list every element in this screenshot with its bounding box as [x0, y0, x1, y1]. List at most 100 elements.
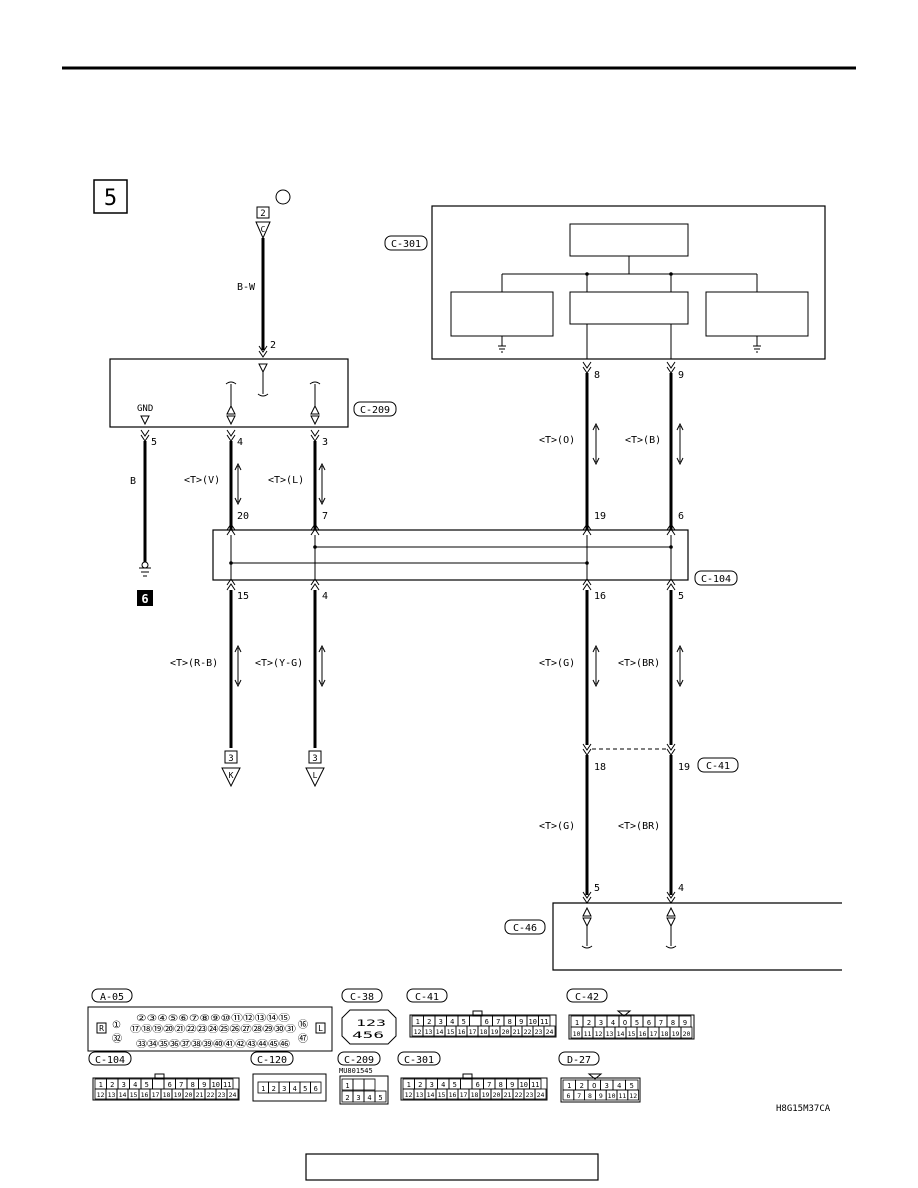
svg-text:C-38: C-38	[350, 992, 374, 1003]
pin-number: 24	[537, 1091, 545, 1099]
c301-pin-8: 8	[594, 370, 600, 381]
pin-cell	[680, 1026, 693, 1039]
pin-number: 1	[407, 1081, 411, 1089]
svg-text:②③④⑤⑥⑦⑧⑨⑩⑪⑫⑬⑭⑮: ②③④⑤⑥⑦⑧⑨⑩⑪⑫⑬⑭⑮	[136, 1013, 290, 1024]
pin-number: 22	[207, 1091, 215, 1099]
pin-number: 4	[441, 1081, 445, 1089]
pin-number: 9	[599, 1092, 603, 1100]
pin-number: 10	[573, 1030, 581, 1038]
svg-text:L: L	[313, 771, 318, 780]
pin-cell	[543, 1025, 556, 1037]
svg-text:C-301: C-301	[404, 1055, 434, 1066]
pin-number: 12	[405, 1091, 413, 1099]
top-tag-letter: C	[261, 225, 266, 234]
c301-connector-label: C-301	[384, 235, 428, 251]
pin-number: 18	[163, 1091, 171, 1099]
c46-pin-5: 5	[594, 883, 600, 894]
wire-label-rb: <T>(R-B)	[170, 658, 218, 669]
pin-number: 6	[168, 1081, 172, 1089]
pin-number: 11	[584, 1030, 592, 1038]
footer-box	[305, 1153, 599, 1181]
pin-number: 22	[515, 1091, 523, 1099]
pin-number: 21	[196, 1091, 204, 1099]
pin-number: 20	[502, 1028, 510, 1036]
pin-number: 13	[416, 1091, 424, 1099]
c209-pin-4: 4	[237, 437, 243, 448]
pin-number: 3	[122, 1081, 126, 1089]
c301-right-block	[705, 291, 809, 337]
svg-text:R: R	[99, 1024, 104, 1033]
top-tag-number: 2	[260, 209, 265, 219]
c41-pin-19: 19	[678, 762, 690, 773]
pin-number: 13	[425, 1028, 433, 1036]
pin-number: 12	[414, 1028, 422, 1036]
wire-label-yg: <T>(Y-G)	[255, 658, 303, 669]
pin-number: 24	[546, 1028, 554, 1036]
pin-number: 9	[683, 1019, 687, 1027]
c301-left-block	[450, 291, 554, 337]
pin-number: 5	[145, 1081, 149, 1089]
pin-number: 12	[629, 1092, 637, 1100]
svg-text:①: ①	[112, 1020, 121, 1031]
svg-text:C-104: C-104	[701, 574, 731, 585]
pin-cell	[152, 1078, 165, 1090]
svg-text:C-41: C-41	[415, 992, 439, 1003]
c301-pin-9: 9	[678, 370, 684, 381]
svg-text:C-209: C-209	[360, 405, 390, 416]
c104-bot-pin-5: 5	[678, 591, 684, 602]
pin-number: 5	[303, 1085, 307, 1093]
pin-number: 6	[647, 1019, 651, 1027]
pin-number: 16	[141, 1091, 149, 1099]
top-connection-tag: 2 C	[255, 206, 271, 240]
pin-number: 2	[272, 1085, 276, 1093]
c104-top-pin-7: 7	[322, 511, 328, 522]
pin-number: 4	[617, 1082, 621, 1090]
c46-pin-4: 4	[678, 883, 684, 894]
svg-text:C-209: C-209	[344, 1055, 374, 1066]
svg-text:㉝㉞㉟㊱㊲㊳㊴㊵㊶㊷㊸㊹㊺㊻: ㉝㉞㉟㊱㊲㊳㊴㊵㊶㊷㊸㊹㊺㊻	[136, 1039, 290, 1050]
pin-number: 18	[661, 1030, 669, 1038]
pin-number: 1	[416, 1018, 420, 1026]
pin-number: 13	[108, 1091, 116, 1099]
svg-text:C-120: C-120	[257, 1055, 287, 1066]
c46-unit-box	[552, 902, 842, 971]
svg-text:C-301: C-301	[391, 239, 421, 250]
pin-number: 7	[487, 1081, 491, 1089]
c104-connector-label: C-104	[694, 570, 738, 586]
svg-text:㉜: ㉜	[112, 1033, 122, 1045]
pin-number: 23	[218, 1091, 226, 1099]
pin-number: 19	[672, 1030, 680, 1038]
pin-number: 10	[520, 1081, 528, 1089]
wire-label-g1: <T>(G)	[539, 658, 575, 669]
wire-label-b: B	[130, 476, 136, 487]
pin-number: 1	[261, 1085, 265, 1093]
pin-number: 1	[567, 1082, 571, 1090]
svg-text:C-41: C-41	[706, 761, 730, 772]
wire-label-bw: B-W	[237, 282, 256, 293]
step-number-box: 5	[93, 179, 128, 214]
pin-cell	[363, 1078, 376, 1091]
pin-cell	[226, 1088, 239, 1100]
pin-number: 1	[575, 1019, 579, 1027]
svg-text:⑯: ⑯	[298, 1019, 308, 1031]
pin-number: 6	[566, 1092, 570, 1100]
connector-a05: A-05 R L ① ㉜ ⑯ ㊼ ②③④⑤⑥⑦⑧⑨⑩⑪⑫⑬⑭⑮ ⑰⑱⑲⑳㉑㉒㉓㉔…	[87, 988, 333, 1052]
sheet-6-badge: 6	[137, 590, 153, 606]
pin-number: 3	[439, 1018, 443, 1026]
pin-number: 2	[580, 1082, 584, 1090]
wire-label-o: <T>(O)	[539, 435, 575, 446]
pin-number: 19	[482, 1091, 490, 1099]
pin-number: 20	[185, 1091, 193, 1099]
pin-number: 2	[110, 1081, 114, 1089]
svg-text:C-46: C-46	[513, 923, 537, 934]
pin-number: 23	[526, 1091, 534, 1099]
